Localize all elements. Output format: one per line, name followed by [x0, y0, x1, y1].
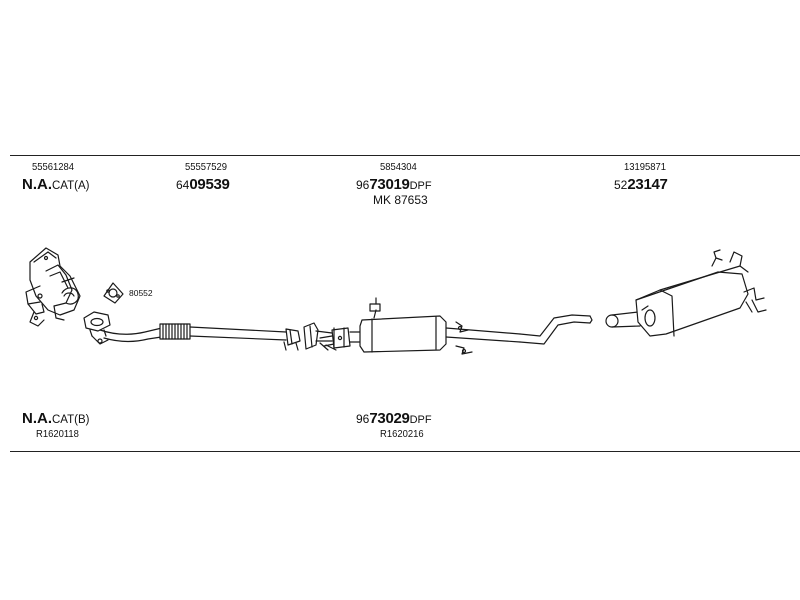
dpf-middle-section-drawing — [304, 298, 592, 354]
middle-alt-suffix: DPF — [409, 414, 432, 426]
middle-part-number: 9673019DPF — [356, 177, 432, 193]
cat-b-label: N.A.CAT(B) — [22, 411, 89, 427]
middle-prefix: 96 — [356, 178, 370, 192]
rear-silencer-drawing — [606, 250, 766, 336]
downpipe-drawing — [84, 312, 300, 350]
bottom-rule — [10, 451, 800, 452]
cat-a-label: N.A.CAT(A) — [22, 177, 89, 193]
middle-oe-number: 5854304 — [380, 161, 417, 173]
top-rule — [10, 155, 800, 156]
cat-b-na: N.A. — [22, 410, 52, 427]
gasket-number: 80552 — [129, 288, 153, 298]
downpipe-prefix: 64 — [176, 178, 190, 192]
downpipe-number: 09539 — [189, 176, 230, 193]
downpipe-part-number: 6409539 — [176, 177, 230, 193]
rear-prefix: 52 — [614, 178, 628, 192]
middle-alt-part-number: 9673029DPF — [356, 411, 432, 427]
rear-part-number: 5223147 — [614, 177, 668, 193]
middle-alt-prefix: 96 — [356, 412, 370, 426]
rear-oe-number: 13195871 — [624, 161, 667, 173]
middle-alt-ref: R1620216 — [380, 428, 424, 440]
cat-b-sub: CAT(B) — [52, 414, 90, 426]
catalytic-converter-drawing — [26, 248, 80, 326]
cat-a-na: N.A. — [22, 176, 52, 193]
cat-a-oe-number: 55561284 — [32, 161, 75, 173]
downpipe-oe-number: 55557529 — [185, 161, 228, 173]
middle-alt-number: 73029 — [369, 410, 410, 427]
rear-number: 23147 — [627, 176, 668, 193]
middle-number: 73019 — [369, 176, 410, 193]
middle-suffix: DPF — [409, 180, 432, 192]
cat-a-sub: CAT(A) — [52, 180, 90, 192]
cat-b-ref: R1620118 — [36, 428, 79, 440]
middle-kit-number: MK 87653 — [373, 193, 428, 207]
gasket-drawing — [104, 283, 123, 303]
